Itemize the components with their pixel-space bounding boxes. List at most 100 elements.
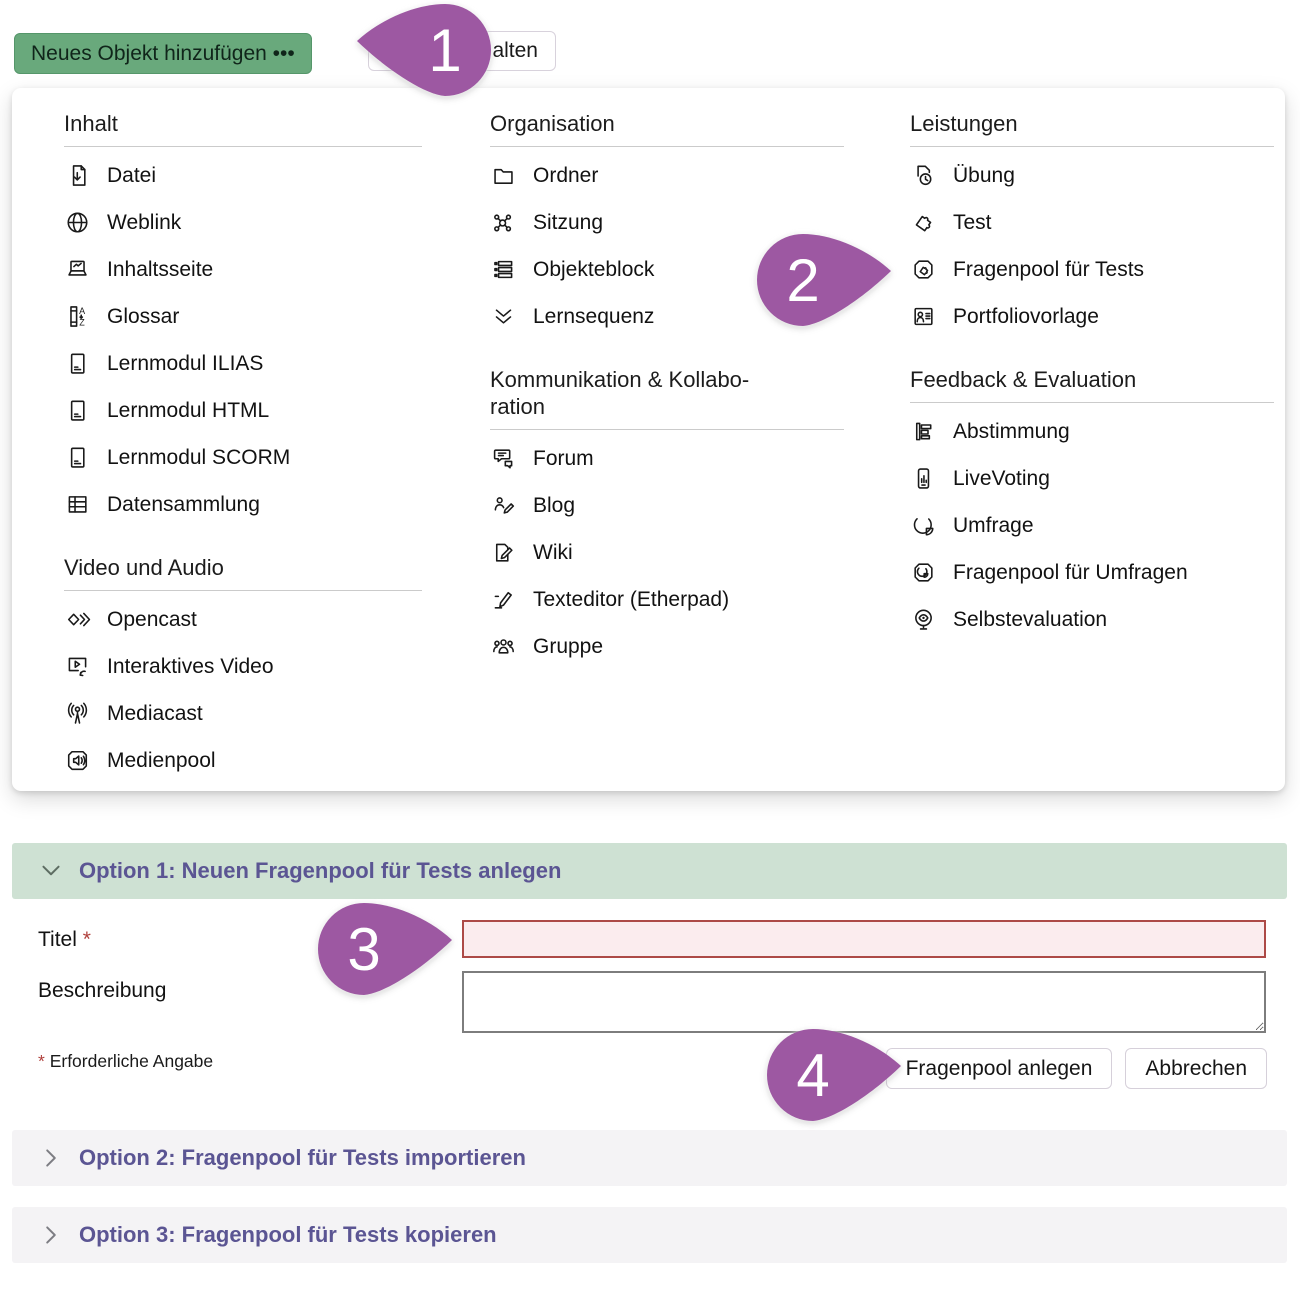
menu-item-label: Forum xyxy=(533,446,594,470)
puzzle-icon xyxy=(915,215,932,232)
menu-item-inhaltsseite[interactable]: Inhaltsseite xyxy=(64,246,422,293)
description-textarea[interactable] xyxy=(462,971,1266,1033)
menu-item-wiki[interactable]: Wiki xyxy=(490,529,844,576)
menu-item-abstimmung[interactable]: Abstimmung xyxy=(910,408,1274,455)
label-text: Beschreibung xyxy=(38,979,167,1002)
menu-item-livevoting[interactable]: LiveVoting xyxy=(910,455,1274,502)
learning-module-icon xyxy=(70,447,85,468)
menu-item-blog[interactable]: Blog xyxy=(490,482,844,529)
menu-item-lernmodul-html[interactable]: Lernmodul HTML xyxy=(64,387,422,434)
portfolio-template-icon xyxy=(914,307,933,326)
menu-item-weblink[interactable]: Weblink xyxy=(64,199,422,246)
required-asterisk: * xyxy=(38,1051,45,1071)
menu-item-portfoliovorlage[interactable]: Portfoliovorlage xyxy=(910,293,1274,340)
title-input[interactable] xyxy=(462,920,1266,958)
menu-item-mediacast[interactable]: Mediacast xyxy=(64,690,422,737)
add-new-object-button[interactable]: Neues Objekt hinzufügen ••• xyxy=(14,33,312,74)
text-editor-icon xyxy=(494,591,512,609)
menu-item-opencast[interactable]: Opencast xyxy=(64,596,422,643)
menu-item-label: Datei xyxy=(107,163,157,187)
menu-item-label: Übung xyxy=(953,163,1015,187)
blog-icon xyxy=(494,497,515,514)
interactive-video-icon xyxy=(68,657,87,677)
required-asterisk: * xyxy=(82,928,91,951)
chevron-right-icon xyxy=(46,1226,56,1244)
menu-item-label: Objekteblock xyxy=(533,257,655,281)
folder-icon xyxy=(494,168,513,184)
accordion-option1-header[interactable]: Option 1: Neuen Fragenpool für Tests anl… xyxy=(12,843,1287,899)
forum-icon xyxy=(493,449,513,469)
menu-item-uebung[interactable]: Übung xyxy=(910,152,1274,199)
menu-item-label: Wiki xyxy=(533,540,573,564)
menu-item-label: Umfrage xyxy=(953,513,1034,537)
menu-item-label: Mediacast xyxy=(107,701,203,725)
menu-item-label: Sitzung xyxy=(533,210,604,234)
survey-pie-icon xyxy=(913,515,934,536)
create-question-pool-button[interactable]: Fragenpool anlegen xyxy=(885,1048,1113,1089)
menu-item-texteditor[interactable]: Texteditor (Etherpad) xyxy=(490,576,844,623)
menu-item-datei[interactable]: Datei xyxy=(64,152,422,199)
menu-item-fragenpool-umfragen[interactable]: Fragenpool für Umfragen xyxy=(910,549,1274,596)
required-note: * Erforderliche Angabe xyxy=(38,1051,213,1072)
callout-3: 3 xyxy=(318,903,452,995)
description-label: Beschreibung xyxy=(38,979,166,1003)
note-text: Erforderliche Angabe xyxy=(49,1051,214,1071)
divider xyxy=(64,590,422,591)
media-pool-icon xyxy=(67,750,88,771)
exercise-icon xyxy=(917,165,932,186)
menu-section-leistungen: Leistungen Übung Test Fragenpool für Tes… xyxy=(910,110,1274,340)
globe-icon xyxy=(67,212,88,233)
section-title: Video und Audio xyxy=(64,555,224,580)
divider xyxy=(910,146,1274,147)
menu-item-test[interactable]: Test xyxy=(910,199,1274,246)
section-title: Leistungen xyxy=(910,111,1018,136)
menu-item-sitzung[interactable]: Sitzung xyxy=(490,199,844,246)
menu-item-label: Lernmodul SCORM xyxy=(107,445,291,469)
menu-item-umfrage[interactable]: Umfrage xyxy=(910,502,1274,549)
cancel-button[interactable]: Abbrechen xyxy=(1125,1048,1267,1089)
menu-item-lernmodul-ilias[interactable]: Lernmodul ILIAS xyxy=(64,340,422,387)
section-title: Inhalt xyxy=(64,111,118,136)
menu-item-label: Lernmodul ILIAS xyxy=(107,351,264,375)
accordion-option2-header[interactable]: Option 2: Fragenpool für Tests importier… xyxy=(12,1130,1287,1186)
live-voting-icon xyxy=(917,468,930,489)
menu-item-label: Inhaltsseite xyxy=(107,257,214,281)
menu-section-feedback: Feedback & Evaluation Abstimmung LiveVot… xyxy=(910,366,1274,643)
menu-item-objekteblock[interactable]: Objekteblock xyxy=(490,246,844,293)
menu-item-label: Fragenpool für Umfragen xyxy=(953,560,1188,584)
menu-item-label: Medienpool xyxy=(107,748,216,772)
question-pool-survey-icon xyxy=(914,563,933,582)
menu-item-selbstevaluation[interactable]: Selbstevaluation xyxy=(910,596,1274,643)
accordion-option3-header[interactable]: Option 3: Fragenpool für Tests kopieren xyxy=(12,1207,1287,1263)
menu-item-forum[interactable]: Forum xyxy=(490,435,844,482)
opencast-icon xyxy=(67,612,91,627)
menu-column-3: Leistungen Übung Test Fragenpool für Tes… xyxy=(910,110,1274,643)
menu-item-gruppe[interactable]: Gruppe xyxy=(490,623,844,670)
question-pool-test-icon xyxy=(914,260,933,279)
callout-2: 2 xyxy=(757,234,891,326)
menu-item-lernsequenz[interactable]: Lernsequenz xyxy=(490,293,844,340)
menu-item-lernmodul-scorm[interactable]: Lernmodul SCORM xyxy=(64,434,422,481)
menu-section-video-audio: Video und Audio Opencast Interaktives Vi… xyxy=(64,554,422,784)
glossary-icon: AZ xyxy=(70,306,85,328)
divider xyxy=(490,429,844,430)
menu-item-fragenpool-tests[interactable]: Fragenpool für Tests xyxy=(910,246,1274,293)
chevron-down-icon xyxy=(42,865,60,876)
section-title: Feedback & Evaluation xyxy=(910,367,1137,392)
menu-item-ordner[interactable]: Ordner xyxy=(490,152,844,199)
menu-item-datensammlung[interactable]: Datensammlung xyxy=(64,481,422,528)
menu-item-label: Lernsequenz xyxy=(533,304,655,328)
menu-item-medienpool[interactable]: Medienpool xyxy=(64,737,422,784)
callout-number: 3 xyxy=(347,916,380,983)
menu-item-label: Abstimmung xyxy=(953,419,1070,443)
menu-item-interaktives-video[interactable]: Interaktives Video xyxy=(64,643,422,690)
menu-item-label: Datensammlung xyxy=(107,492,260,516)
section-title: Kommunikation & Kollabo­ration xyxy=(490,367,750,419)
menu-item-label: Test xyxy=(953,210,992,234)
svg-text:A: A xyxy=(79,306,85,316)
